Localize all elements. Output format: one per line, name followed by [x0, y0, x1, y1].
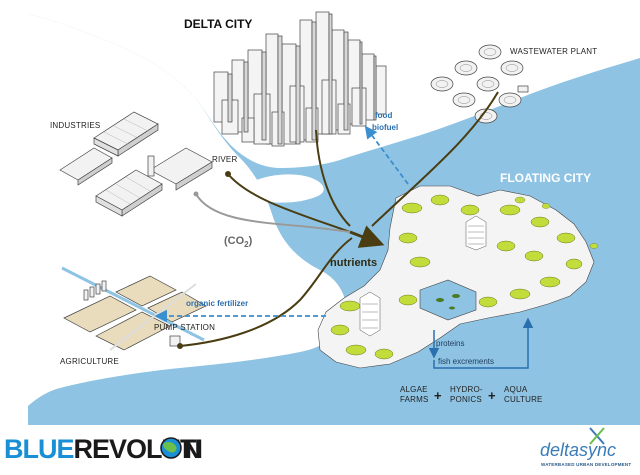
co2-label: (CO2) [224, 235, 253, 249]
floating-city-label: FLOATING CITY [500, 171, 591, 185]
floating-city [317, 185, 599, 369]
delta-city-label: DELTA CITY [184, 17, 252, 31]
aquaculture-line2: CULTURE [504, 395, 543, 404]
nutrient-flows [179, 91, 499, 347]
river-island [244, 174, 324, 203]
food-biofuel-arrow [364, 125, 409, 185]
delta-city-buildings [213, 11, 387, 147]
biofuel-label: biofuel [372, 123, 398, 132]
agriculture-label: AGRICULTURE [60, 357, 119, 366]
organic-fertilizer-label: organic fertilizer [186, 299, 248, 308]
footer-band [0, 425, 640, 475]
fish-excrements-label: fish excrements [438, 357, 494, 366]
deltasync-logo: deltasync WATERBASED URBAN DEVELOPMENT [540, 427, 631, 467]
algae-farms-line1: ALGAE [400, 385, 428, 394]
nutrients-label: nutrients [330, 257, 377, 269]
proteins-label: proteins [436, 339, 464, 348]
industry-dot [193, 191, 199, 197]
deltasync-wordmark: deltasync [540, 440, 616, 460]
algae-farms-line2: FARMS [400, 395, 429, 404]
plus-sign-1: + [434, 388, 442, 403]
food-label: food [375, 111, 392, 120]
co2-flow [195, 193, 351, 233]
industries-label: INDUSTRIES [50, 121, 100, 130]
river-dot [225, 171, 231, 177]
pump-station-dot [177, 343, 183, 349]
revolution-n: N [182, 434, 201, 464]
deltasync-tagline: WATERBASED URBAN DEVELOPMENT [541, 462, 631, 467]
left-margin [0, 0, 28, 425]
globe-icon [160, 437, 182, 459]
agriculture-fields [61, 266, 207, 351]
aquaculture-line1: AQUA [504, 385, 528, 394]
industry-buildings [59, 111, 213, 217]
hydroponics-line2: PONICS [450, 395, 482, 404]
fish-excrement-loop [433, 317, 534, 369]
wastewater-plant-label: WASTEWATER PLANT [510, 47, 597, 56]
blue-revolution-logo: BLUEREVOLUTI N [4, 434, 203, 464]
pump-station-label: PUMP STATION [154, 323, 215, 332]
hydroponics-line1: HYDRO- [450, 385, 483, 394]
deltasync-x-icon [589, 427, 605, 445]
river-label: RIVER [212, 155, 237, 164]
plus-sign-2: + [488, 388, 496, 403]
wastewater-tanks [430, 44, 529, 124]
